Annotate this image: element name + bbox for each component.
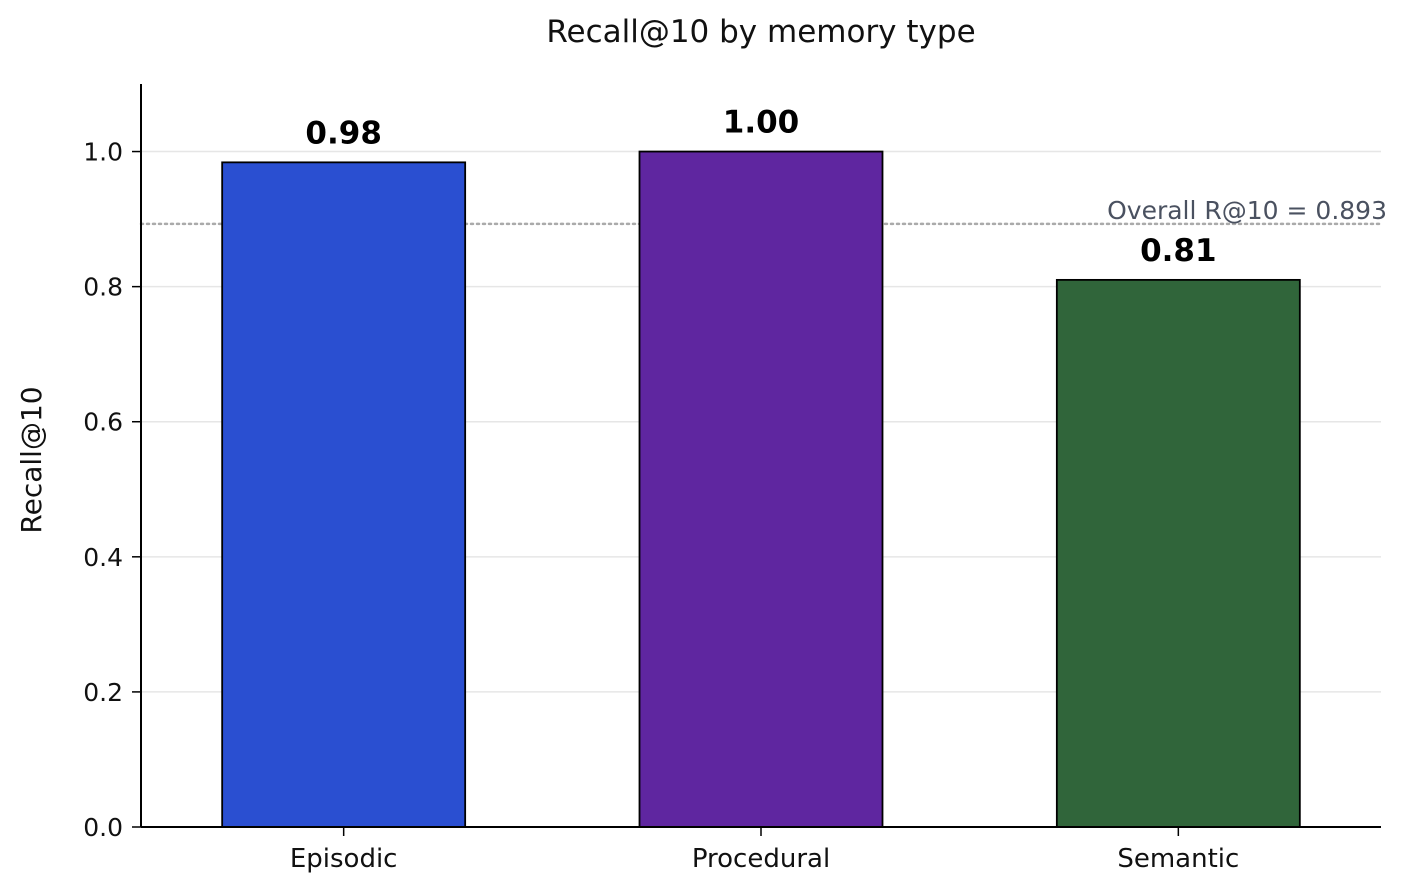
y-tick-label: 0.2 — [83, 678, 123, 707]
y-tick-label: 0.0 — [83, 813, 123, 842]
x-tick-label: Semantic — [1117, 844, 1239, 874]
bar-procedural — [638, 150, 884, 828]
y-tick-label: 0.4 — [83, 543, 123, 572]
value-label: 1.00 — [723, 105, 800, 141]
axes — [132, 84, 1381, 836]
y-tick-label: 0.8 — [83, 273, 123, 302]
y-tick-label: 1.0 — [83, 138, 123, 167]
reference-line-label: Overall R@10 = 0.893 — [1107, 196, 1387, 225]
x-tick-label: Procedural — [692, 844, 830, 874]
chart-title: Recall@10 by memory type — [546, 14, 975, 50]
bars — [221, 150, 1301, 828]
value-label: 0.81 — [1140, 233, 1217, 269]
bar-episodic — [221, 161, 467, 828]
value-label: 0.98 — [305, 115, 382, 151]
y-axis-label: Recall@10 — [15, 386, 48, 533]
bar-semantic — [1055, 278, 1301, 828]
x-tick-label: Episodic — [290, 844, 398, 874]
y-tick-label: 0.6 — [83, 408, 123, 437]
